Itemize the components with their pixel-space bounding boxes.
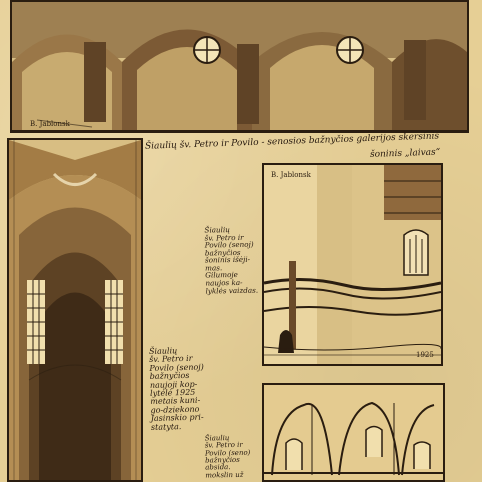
- right-upper-illustration: B. Jablonsk 1925: [262, 163, 443, 366]
- top-illustration: B. Jablonsk: [10, 0, 469, 133]
- left-caption: Šiaulių šv. Petro ir Povilo (senoj) bažn…: [148, 346, 204, 432]
- signature-right: B. Jablonsk: [271, 171, 312, 179]
- vaults-drawing: B. Jablonsk: [12, 2, 467, 131]
- top-caption-line-2: šoninis „laivas“: [369, 147, 441, 160]
- year-mark: 1925: [416, 351, 434, 359]
- left-illustration: [7, 138, 143, 482]
- signature-top: B. Jablonsk: [30, 120, 71, 128]
- bottom-caption: Šiaulių šv. Petro ir Povilo (seno) bažny…: [204, 434, 251, 480]
- middle-caption: Šiaulių šv. Petro ir Povilo (senoj) bažn…: [204, 225, 259, 296]
- chapel-drawing: [9, 140, 141, 480]
- apse-drawing: [264, 385, 443, 480]
- side-exit-drawing: B. Jablonsk 1925: [264, 165, 441, 364]
- right-lower-illustration: [262, 383, 445, 482]
